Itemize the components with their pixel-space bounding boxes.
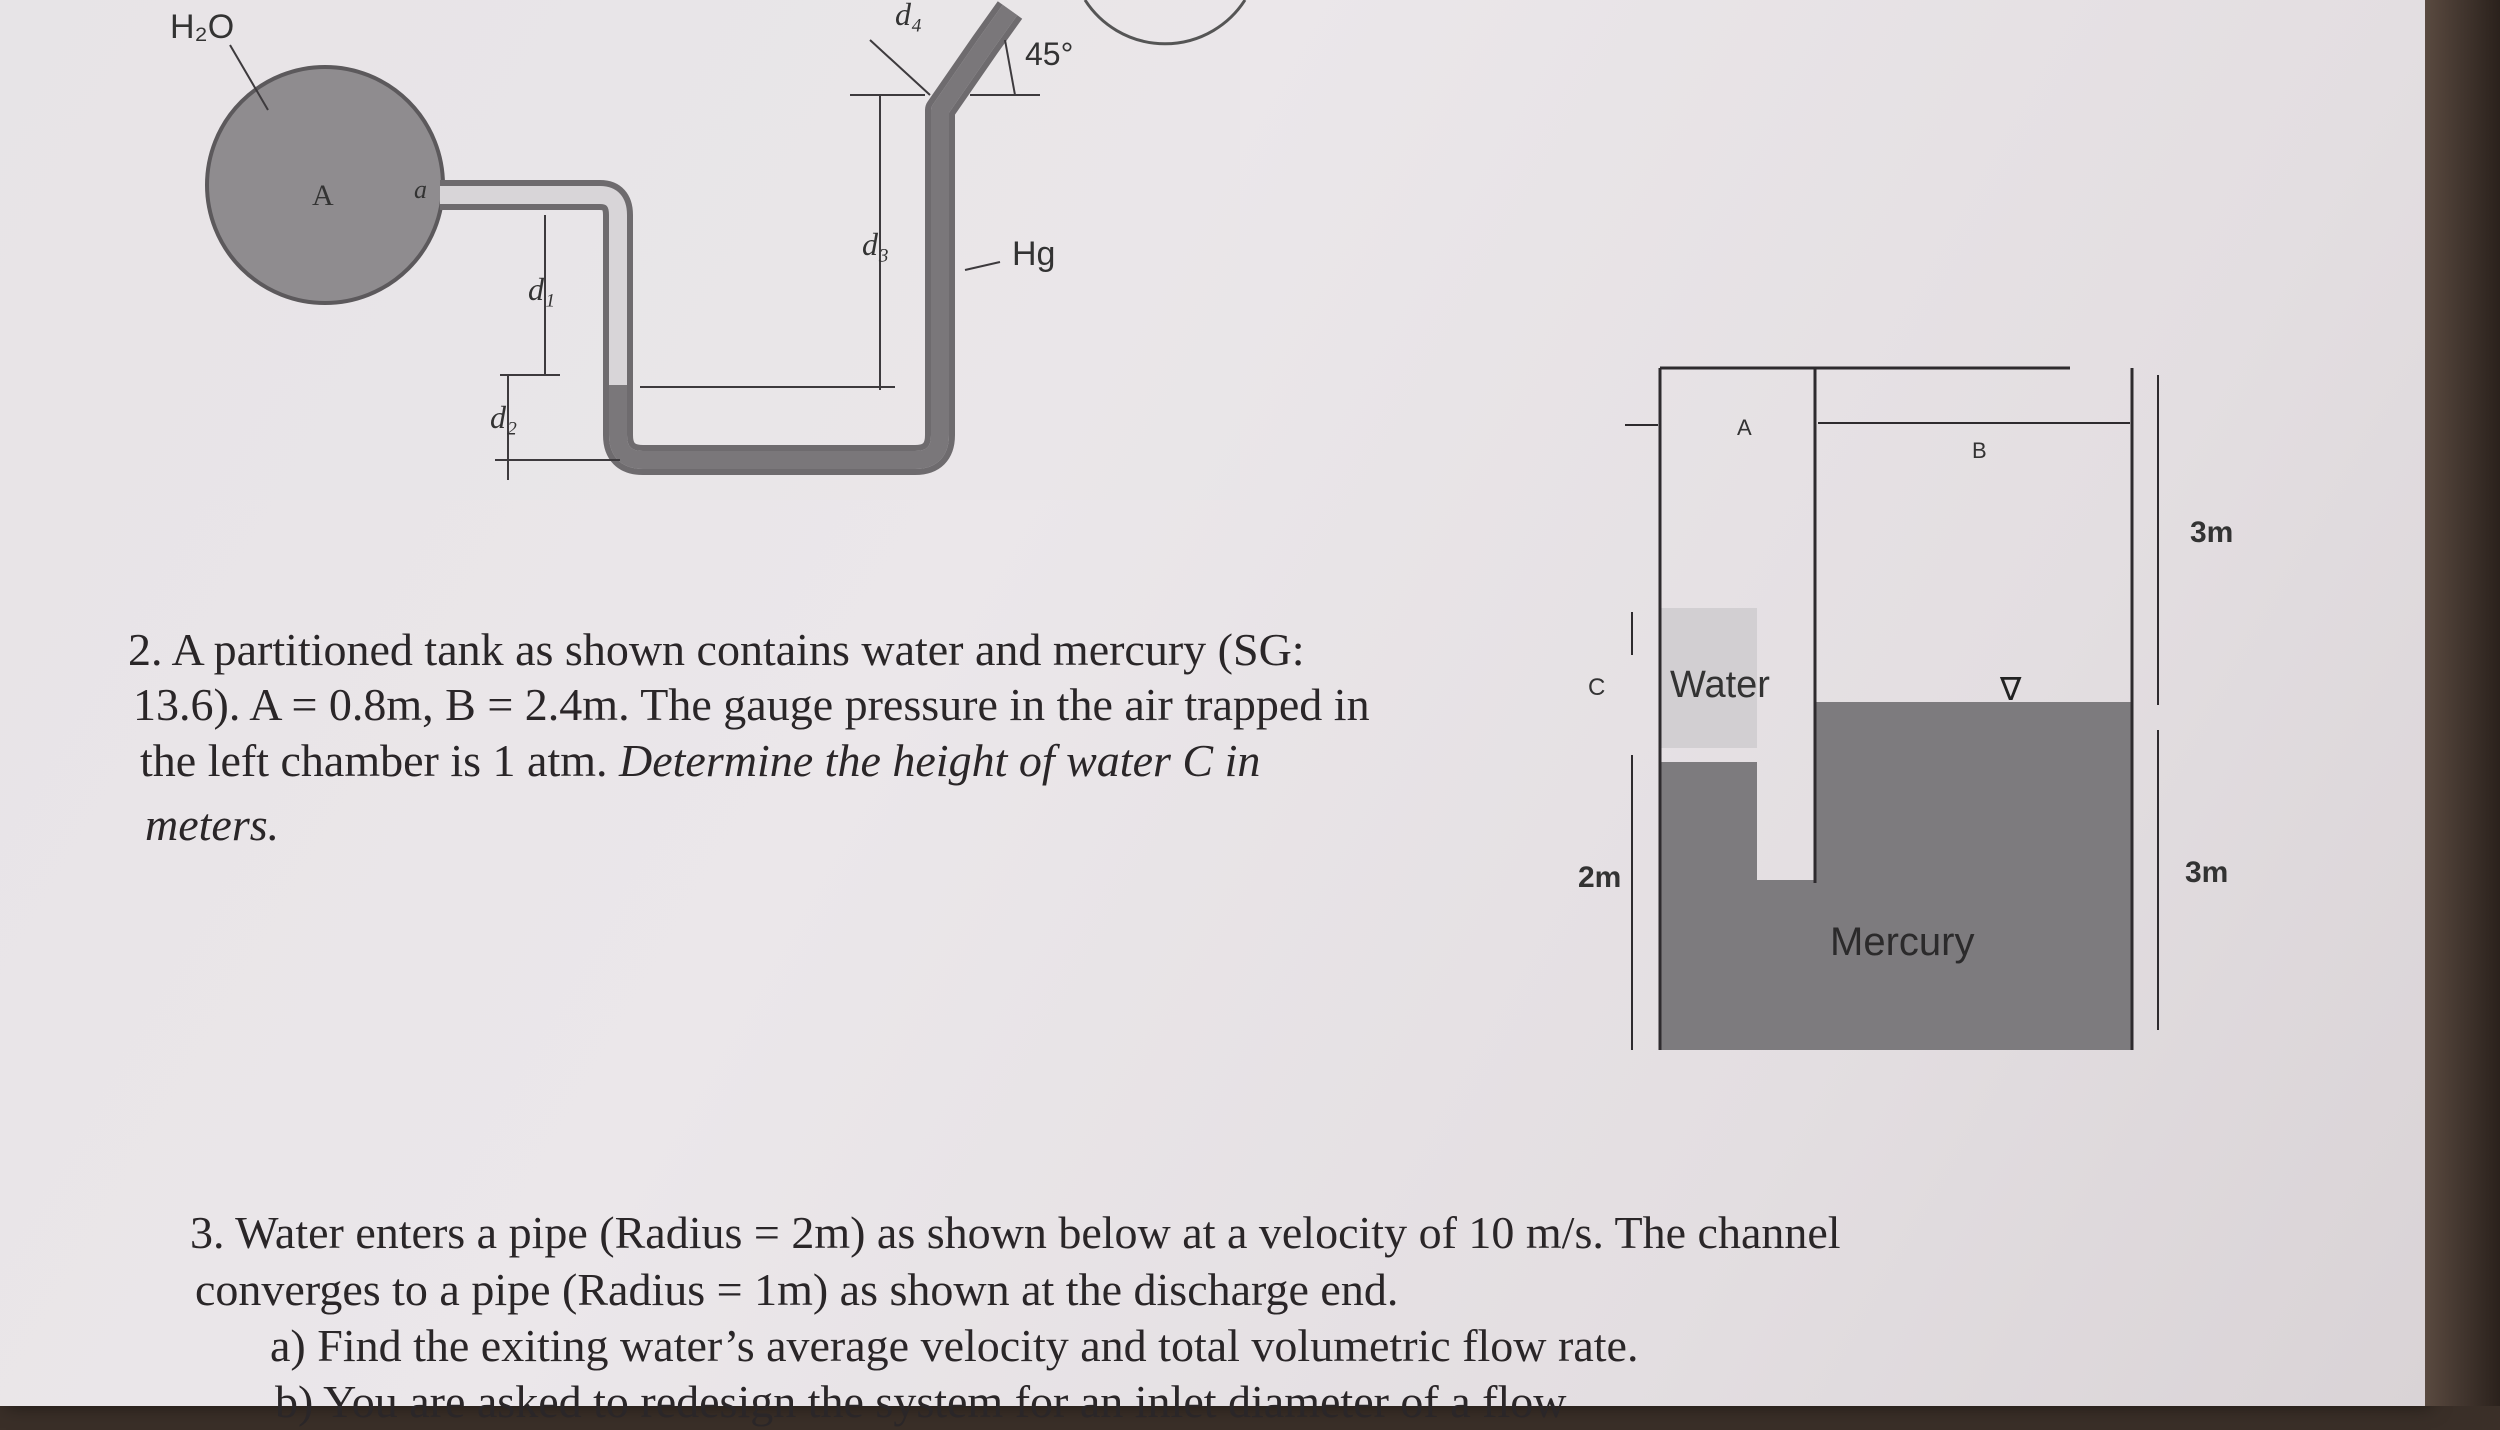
water-label: Water [1670, 664, 1770, 706]
problem-2-line-4: meters. [145, 799, 280, 850]
d2-label: d₂ [490, 399, 517, 435]
angle-label: 45° [1025, 36, 1073, 72]
hg-label: Hg [1012, 235, 1055, 273]
tank-a-label: A [312, 179, 334, 212]
page-edge-shadow [2425, 0, 2500, 1406]
d1-label: d₁ [528, 271, 555, 307]
manometer-figure: H₂O A a d₁ d₂ d₃ d₄ 45° Hg [0, 0, 1247, 500]
problem-2-line-1: 2. A partitioned tank as shown contains … [128, 624, 1305, 675]
free-surface-symbol: ∇ [1999, 671, 2022, 707]
partial-circle [1083, 0, 1247, 46]
problem-2-line-2: 13.6). A = 0.8m, B = 2.4m. The gauge pre… [133, 679, 1370, 730]
tank-walls [1658, 366, 2134, 1050]
label-a: A [1737, 415, 1752, 440]
label-c: C [1588, 674, 1605, 701]
tank-dimension-lines [1625, 375, 2159, 1050]
dim-2m-left: 2m [1578, 861, 1621, 894]
mercury-column [609, 4, 1018, 469]
water-region [1660, 608, 1757, 748]
d3-label: d₃ [862, 226, 889, 262]
label-b: B [1972, 438, 1987, 463]
problem-3-item-a: a) Find the exiting water’s average velo… [270, 1320, 1639, 1371]
problem-3-item-b: b) You are asked to redesign the system … [275, 1376, 1567, 1427]
dimension-lines [229, 39, 1040, 480]
d4-label: d₄ [895, 0, 922, 32]
problem-2-line-3: the left chamber is 1 atm. Determine the… [140, 733, 1260, 789]
dim-3m-bottom: 3m [2185, 856, 2228, 889]
partitioned-tank-figure: A B C Water ∇ Mercury 3m 3m 2m [1578, 366, 2233, 1050]
h2o-label: H₂O [170, 8, 234, 46]
mercury-right [1815, 702, 2132, 1050]
problem-3-line-1: 3. Water enters a pipe (Radius = 2m) as … [190, 1207, 1841, 1258]
problem-2-line-3-italic: Determine the height of water C in [619, 735, 1261, 786]
problem-2-line-3-text: the left chamber is 1 atm. [140, 735, 620, 786]
outlet-a-label: a [414, 175, 427, 204]
mercury-label: Mercury [1830, 920, 1974, 964]
problem-3-line-2: converges to a pipe (Radius = 1m) as sho… [195, 1264, 1399, 1315]
dim-3m-top: 3m [2190, 516, 2233, 549]
